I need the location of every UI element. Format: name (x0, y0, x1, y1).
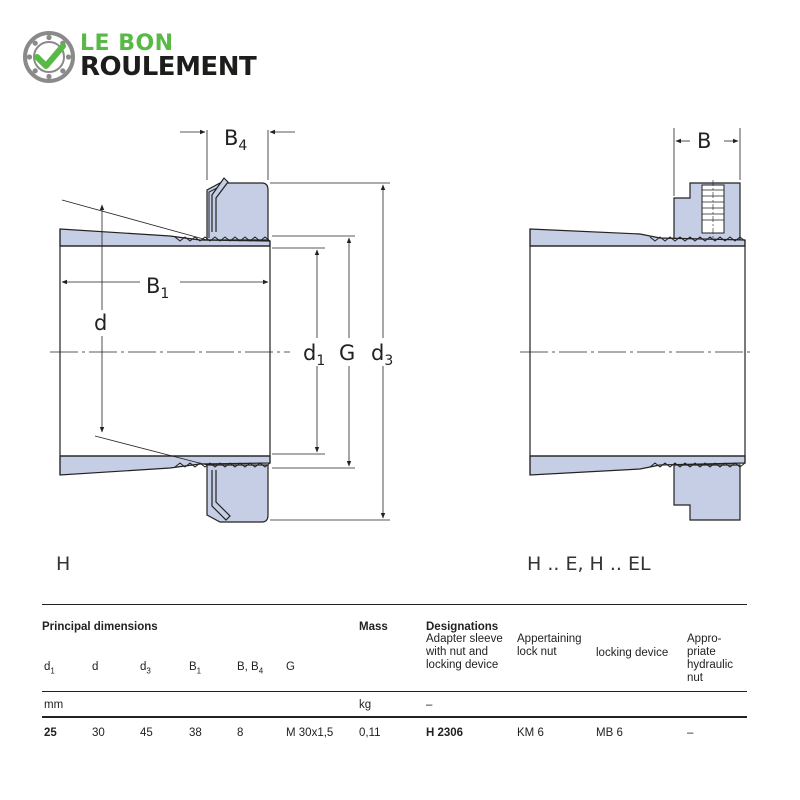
label-b: B (697, 129, 711, 153)
col-d3: d3 (140, 661, 151, 676)
cell-d3: 45 (140, 727, 153, 739)
dimensions-table: Principal dimensions Mass Designations A… (42, 604, 747, 744)
cell-d1: 25 (44, 727, 57, 739)
caption-right: H .. E, H .. EL (527, 553, 651, 575)
unit-kg: kg (359, 699, 372, 711)
label-d3: d3 (371, 341, 393, 369)
brand-logo: LE BON ROULEMENT (22, 28, 302, 88)
header-hydraulic-nut: Appro- priate hydraulic nut (687, 633, 734, 684)
brand-name-top: LE BON (80, 31, 174, 56)
label-d1: d1 (303, 341, 325, 369)
nut-upper (206, 182, 269, 241)
col-b1: B1 (189, 661, 202, 676)
cell-hydraulic-nut: – (687, 727, 694, 739)
bearing-check-icon (23, 31, 75, 83)
unit-mm: mm (44, 699, 64, 711)
header-adapter-sleeve: Adapter sleeve with nut and locking devi… (426, 633, 503, 671)
label-d: d (94, 311, 107, 335)
cell-adapter-sleeve: H 2306 (426, 727, 464, 739)
header-mass: Mass (359, 621, 388, 633)
cell-lock-nut: KM 6 (517, 727, 544, 739)
cell-b-b4: 8 (237, 727, 244, 739)
label-g: G (339, 341, 355, 365)
col-d: d (92, 661, 99, 673)
col-d1: d1 (44, 661, 55, 676)
header-lock-nut: Appertaining lock nut (517, 633, 582, 658)
cell-d: 30 (92, 727, 105, 739)
label-b1: B1 (146, 274, 169, 302)
nut-lower-right (673, 464, 741, 521)
brand-name-bottom: ROULEMENT (80, 52, 257, 82)
col-b-b4: B, B4 (237, 661, 264, 676)
header-designations: Designations (426, 621, 499, 633)
label-b4: B4 (224, 126, 247, 154)
cell-g: M 30x1,5 (286, 727, 334, 739)
cell-b1: 38 (189, 727, 202, 739)
unit-dash: – (426, 699, 433, 711)
cell-mass: 0,11 (359, 727, 381, 739)
col-g: G (286, 661, 295, 673)
left-sectional-view (50, 129, 390, 523)
header-locking-device: locking device (596, 647, 669, 659)
right-sectional-view (520, 128, 752, 521)
caption-left: H (56, 553, 71, 575)
header-principal-dimensions: Principal dimensions (42, 621, 158, 633)
adapter-sleeve-drawing: B4 B1 d d1 G d3 B (50, 126, 752, 523)
cell-locking-device: MB 6 (596, 727, 623, 739)
